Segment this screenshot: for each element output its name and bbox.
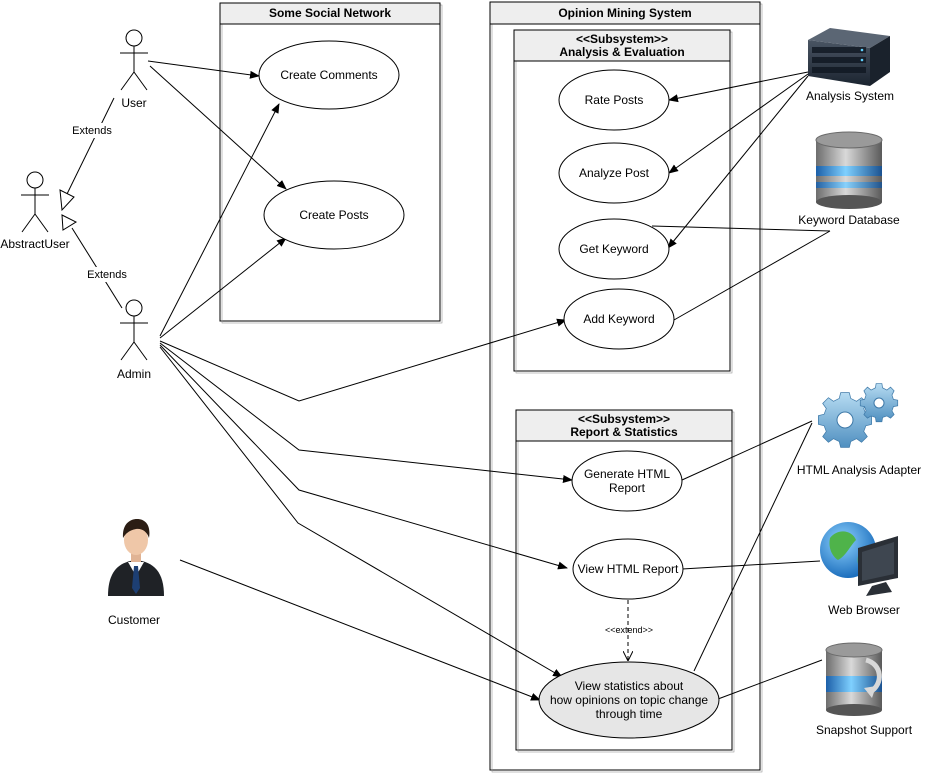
user-label: User	[121, 96, 146, 110]
web-browser-label: Web Browser	[828, 603, 900, 617]
user-generalization-line	[66, 97, 115, 195]
view-statistics-line2: how opinions on topic change	[550, 693, 708, 707]
use-case-create-comments[interactable]: Create Comments	[258, 40, 400, 110]
database-icon[interactable]	[815, 131, 883, 209]
server-icon[interactable]	[808, 28, 890, 86]
generate-report-line1: Generate HTML	[584, 467, 670, 481]
admin-to-view-statistics	[159, 346, 563, 678]
use-case-get-keyword[interactable]: Get Keyword	[558, 218, 670, 280]
use-case-create-posts[interactable]: Create Posts	[263, 180, 405, 250]
customer-to-view-statistics	[179, 559, 541, 701]
snapshot-support-label: Snapshot Support	[816, 723, 913, 737]
analysis-system-label: Analysis System	[806, 89, 894, 103]
admin-generalization-arrowhead	[61, 214, 78, 231]
admin-left-leg	[120, 341, 135, 361]
extend-label: <<extend>>	[605, 625, 653, 635]
adapter-to-view-statistics	[693, 422, 813, 672]
admin-label: Admin	[117, 367, 151, 381]
abstract-user-right-leg	[34, 213, 49, 233]
user-right-leg	[133, 71, 148, 91]
browser-to-view-report	[681, 560, 821, 570]
create-comments-label: Create Comments	[280, 68, 377, 82]
admin-to-create-comments	[159, 103, 280, 337]
actor-user[interactable]	[120, 29, 148, 91]
keyword-db-to-get-keyword	[651, 225, 831, 232]
use-case-add-keyword[interactable]: Add Keyword	[563, 288, 675, 350]
get-keyword-label: Get Keyword	[579, 242, 648, 256]
report-stereotype: <<Subsystem>>	[578, 412, 670, 426]
snapshot-to-view-statistics	[717, 659, 823, 700]
admin-to-view-report	[159, 344, 568, 570]
html-adapter-label: HTML Analysis Adapter	[797, 463, 921, 477]
user-to-create-posts	[149, 65, 287, 190]
view-statistics-line1: View statistics about	[575, 679, 684, 693]
abstract-user-label: AbstractUser	[0, 237, 69, 251]
analysis-title: Analysis & Evaluation	[559, 45, 684, 59]
customer-label: Customer	[108, 613, 160, 627]
adapter-to-generate-report	[681, 420, 813, 481]
use-case-rate-posts[interactable]: Rate Posts	[558, 69, 670, 131]
user-head	[125, 29, 143, 47]
user-generalization-arrowhead	[59, 189, 75, 212]
refresh-database-icon[interactable]	[825, 642, 883, 716]
admin-head	[125, 299, 143, 317]
abstract-user-left-leg	[21, 213, 36, 233]
use-case-analyze-post[interactable]: Analyze Post	[558, 142, 670, 204]
gears-icon[interactable]	[818, 383, 899, 448]
actor-admin[interactable]	[120, 299, 148, 361]
use-case-view-statistics[interactable]: View statistics about how opinions on to…	[538, 661, 720, 739]
analyze-post-label: Analyze Post	[579, 166, 650, 180]
analysis-system-to-get-keyword	[667, 75, 809, 249]
keyword-db-to-add-keyword	[673, 230, 831, 321]
admin-extends-label: Extends	[87, 269, 127, 281]
admin-extends-bg	[85, 267, 129, 282]
user-extends-label: Extends	[72, 125, 112, 137]
rate-posts-label: Rate Posts	[585, 93, 644, 107]
create-posts-label: Create Posts	[299, 208, 368, 222]
admin-right-leg	[133, 341, 148, 361]
analysis-system-to-rate-posts	[668, 71, 809, 103]
generate-report-line2: Report	[609, 481, 646, 495]
view-statistics-line3: through time	[596, 707, 663, 721]
associations	[147, 60, 831, 701]
user-to-create-comments	[147, 60, 260, 79]
businessman-icon[interactable]	[108, 519, 164, 596]
report-title: Report & Statistics	[570, 425, 678, 439]
use-case-generate-html-report[interactable]: Generate HTML Report	[571, 450, 683, 512]
view-report-label: View HTML Report	[578, 562, 679, 576]
analysis-stereotype: <<Subsystem>>	[576, 32, 668, 46]
add-keyword-label: Add Keyword	[583, 312, 654, 326]
use-case-view-html-report[interactable]: View HTML Report	[572, 538, 684, 600]
social-network-title: Some Social Network	[269, 6, 391, 20]
keyword-database-label: Keyword Database	[798, 213, 900, 227]
admin-to-generate-report	[159, 342, 573, 483]
globe-monitor-icon[interactable]	[820, 522, 898, 596]
analysis-system-to-analyze-post	[668, 73, 809, 174]
actor-abstract-user[interactable]	[21, 171, 49, 233]
user-extends-bg	[70, 123, 114, 138]
admin-to-add-keyword	[159, 318, 567, 402]
opinion-mining-title: Opinion Mining System	[558, 6, 691, 20]
abstract-user-head	[26, 171, 44, 189]
admin-to-create-posts	[159, 237, 287, 339]
user-left-leg	[120, 71, 135, 91]
